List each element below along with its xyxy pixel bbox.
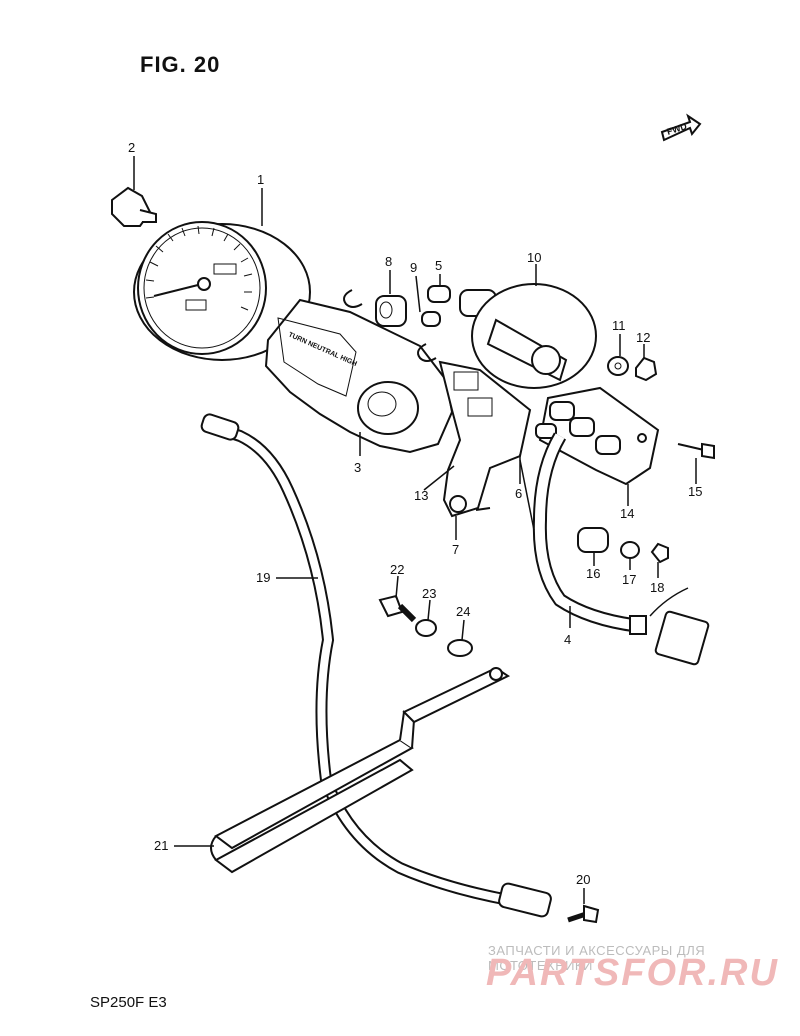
callout-12: 12 — [636, 330, 650, 345]
part-9-bulb — [421, 311, 441, 327]
part-17-washer — [620, 541, 640, 559]
part-16-grommet — [577, 527, 609, 553]
callout-15: 15 — [688, 484, 702, 499]
part-2-socket — [111, 186, 157, 227]
callout-2: 2 — [128, 140, 135, 155]
callout-17: 17 — [622, 572, 636, 587]
callout-11: 11 — [612, 318, 626, 333]
part-13-bracket — [438, 360, 532, 518]
callout-20: 20 — [576, 872, 590, 887]
part-3-indicator-housing: TURN NEUTRAL HIGH — [264, 298, 454, 454]
part-15-screw — [677, 442, 715, 460]
callout-4: 4 — [564, 632, 571, 647]
part-22-bolt — [378, 594, 417, 623]
part-4-wire-harness — [519, 432, 710, 666]
clip-upper — [343, 289, 363, 308]
part-10-case-cover — [471, 283, 597, 389]
figure-title: FIG. 20 — [140, 52, 221, 77]
part-1-speedometer — [133, 221, 311, 361]
callout-6: 6 — [515, 486, 522, 501]
part-18-nut — [650, 542, 669, 564]
model-code: SP250F E3 — [90, 994, 167, 1011]
callout-18: 18 — [650, 580, 664, 595]
part-23-washer — [415, 619, 437, 637]
callout-8: 8 — [385, 254, 392, 269]
part-24-washer — [447, 639, 473, 657]
callout-14: 14 — [620, 506, 634, 521]
callout-5: 5 — [435, 258, 442, 273]
callout-24: 24 — [456, 604, 470, 619]
part-21-cable-guide — [210, 666, 511, 874]
part-11-washer — [607, 356, 629, 376]
leader-lines — [133, 156, 697, 904]
part-14-socket-plate — [535, 386, 660, 486]
watermark-caption: ЗАПЧАСТИ И АКСЕССУАРЫ ДЛЯ МОТОТЕХНИКИ — [488, 943, 706, 973]
callout-16: 16 — [586, 566, 600, 581]
part-8-grommet — [375, 295, 407, 327]
clip-lower — [417, 343, 437, 362]
callout-13: 13 — [414, 488, 428, 503]
part-19-speedometer-cable — [200, 413, 552, 918]
callout-10: 10 — [527, 250, 541, 265]
callout-21: 21 — [154, 838, 168, 853]
part-20-screw — [567, 904, 600, 924]
callout-22: 22 — [390, 562, 404, 577]
callout-1: 1 — [257, 172, 264, 187]
part-12-nut — [635, 356, 658, 382]
callout-19: 19 — [256, 570, 270, 585]
callout-23: 23 — [422, 586, 436, 601]
callout-7: 7 — [452, 542, 459, 557]
callout-3: 3 — [354, 460, 361, 475]
callout-9: 9 — [410, 260, 417, 275]
watermark-logo: PARTSFOR.RU — [486, 952, 779, 994]
fwd-arrow-icon: FWD — [660, 113, 702, 142]
